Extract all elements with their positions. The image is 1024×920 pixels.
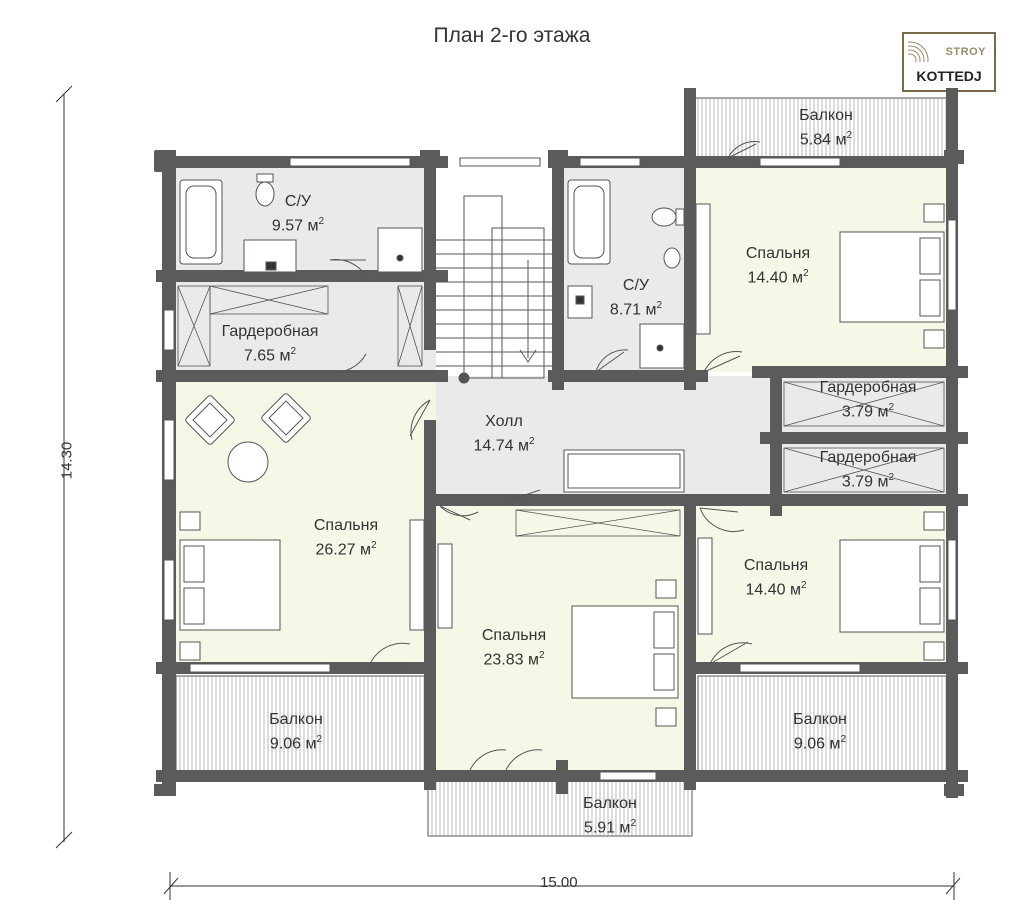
dimension-width: 15.00 bbox=[540, 874, 578, 891]
room-area-unit: 2 bbox=[846, 130, 853, 141]
room-area: 7.65 м bbox=[243, 347, 291, 365]
room-area-unit: 2 bbox=[802, 268, 809, 279]
room-label-hall: Холл 14.74 м2 bbox=[473, 412, 534, 456]
room-area: 3.79 м bbox=[841, 403, 889, 421]
room-label-wardrobe-left: Гардеробная 7.65 м2 bbox=[222, 322, 319, 366]
room-label-bedroom-center: Спальня 23.83 м2 bbox=[482, 626, 546, 670]
stair-fill bbox=[436, 162, 558, 380]
room-name: Балкон bbox=[583, 795, 637, 812]
room-area: 9.06 м bbox=[269, 735, 317, 753]
windows bbox=[163, 157, 957, 781]
sanitary-fixtures bbox=[179, 173, 685, 369]
room-name: Спальня bbox=[313, 517, 379, 534]
room-label-wardrobe-right-2: Гардеробная 3.79 м2 bbox=[820, 448, 917, 492]
room-name: Балкон bbox=[799, 107, 853, 124]
room-area-unit: 2 bbox=[630, 818, 637, 829]
room-label-balcony-bottom-left: Балкон 9.06 м2 bbox=[269, 710, 323, 754]
room-name: Гардеробная bbox=[819, 449, 917, 466]
dimension-lines bbox=[55, 85, 961, 900]
dimension-height: 14.30 bbox=[58, 441, 76, 480]
room-label-wardrobe-right-1: Гардеробная 3.79 м2 bbox=[820, 378, 917, 422]
room-name: Спальня bbox=[745, 245, 811, 262]
doors bbox=[329, 141, 761, 771]
wardrobe-left-fill bbox=[168, 276, 436, 376]
room-name: Балкон bbox=[269, 711, 323, 728]
room-name: Гардеробная bbox=[221, 323, 319, 340]
room-label-bath-center: С/У 8.71 м2 bbox=[610, 276, 662, 320]
room-area: 5.91 м bbox=[583, 819, 631, 837]
room-label-bedroom-bottom-right: Спальня 14.40 м2 bbox=[744, 556, 808, 600]
room-area: 14.40 м bbox=[747, 269, 803, 287]
room-area-unit: 2 bbox=[656, 300, 663, 311]
room-area-unit: 2 bbox=[888, 402, 895, 413]
balcony-decking bbox=[175, 97, 949, 837]
room-area-unit: 2 bbox=[318, 216, 325, 227]
room-area: 26.27 м bbox=[315, 541, 371, 559]
room-name: Холл bbox=[485, 413, 523, 430]
room-label-bedroom-left: Спальня 26.27 м2 bbox=[314, 516, 378, 560]
room-name: Спальня bbox=[743, 557, 809, 574]
room-name: С/У bbox=[284, 193, 312, 210]
room-area: 14.74 м bbox=[473, 437, 529, 455]
room-label-bedroom-top-right: Спальня 14.40 м2 bbox=[746, 244, 810, 288]
plan-title: План 2-го этажа bbox=[433, 24, 591, 47]
room-label-balcony-bottom-right: Балкон 9.06 м2 bbox=[793, 710, 847, 754]
staircase bbox=[436, 195, 552, 384]
wardrobe-shelves bbox=[177, 285, 945, 537]
room-area: 5.84 м bbox=[799, 131, 847, 149]
room-area-unit: 2 bbox=[316, 734, 323, 745]
room-area-unit: 2 bbox=[840, 734, 847, 745]
room-area-unit: 2 bbox=[538, 650, 545, 661]
room-area-unit: 2 bbox=[800, 580, 807, 591]
logo-text-top: STROY bbox=[945, 46, 986, 58]
room-area: 9.06 м bbox=[793, 735, 841, 753]
logo-rings-icon bbox=[908, 41, 929, 62]
room-name: С/У bbox=[622, 277, 650, 294]
room-name: Гардеробная bbox=[819, 379, 917, 396]
room-area-unit: 2 bbox=[888, 472, 895, 483]
furniture bbox=[179, 203, 945, 727]
room-label-balcony-bottom-center: Балкон 5.91 м2 bbox=[583, 794, 637, 838]
room-area-unit: 2 bbox=[290, 346, 297, 357]
room-label-bath-left: С/У 9.57 м2 bbox=[272, 192, 324, 236]
room-name: Спальня bbox=[481, 627, 547, 644]
room-area: 14.40 м bbox=[745, 581, 801, 599]
room-area-unit: 2 bbox=[528, 436, 535, 447]
room-area: 8.71 м bbox=[609, 301, 657, 319]
room-area: 9.57 м bbox=[271, 217, 319, 235]
room-area: 3.79 м bbox=[841, 473, 889, 491]
room-area: 23.83 м bbox=[483, 651, 539, 669]
room-label-balcony-top: Балкон 5.84 м2 bbox=[799, 106, 853, 150]
room-name: Балкон bbox=[793, 711, 847, 728]
logo-text-bottom: KOTTEDJ bbox=[916, 68, 982, 84]
room-area-unit: 2 bbox=[370, 540, 377, 551]
